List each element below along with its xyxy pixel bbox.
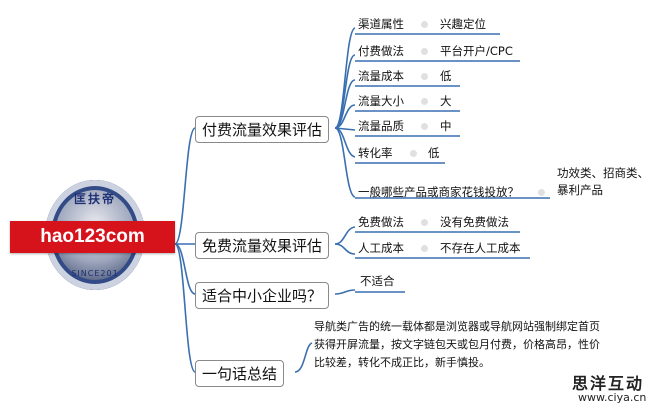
leaf-key: 付费做法 xyxy=(358,44,404,58)
leaf-value: 功效类、招商类、暴利产品 xyxy=(557,166,649,197)
leaf-key: 流量成本 xyxy=(358,69,404,83)
watermark-brand: 思洋互动 xyxy=(572,374,645,393)
leaf-key: 流量品质 xyxy=(358,119,404,133)
leaf-dot xyxy=(421,48,428,55)
leaf-dot xyxy=(421,123,428,130)
center-title: hao123com xyxy=(10,221,175,253)
leaf-value: 兴趣定位 xyxy=(440,17,486,31)
leaf-dot xyxy=(421,21,428,28)
branch-paid-traffic: 付费流量效果评估 xyxy=(195,116,330,143)
leaf-dot xyxy=(421,219,428,226)
leaf-key: 免费做法 xyxy=(358,215,404,229)
leaf-key: 流量大小 xyxy=(358,94,404,108)
leaf-key: 不适合 xyxy=(360,274,395,288)
leaf-key: 人工成本 xyxy=(358,241,404,255)
leaf-key: 一般哪些产品或商家花钱投放？ xyxy=(358,185,519,199)
leaf-dot xyxy=(421,73,428,80)
leaf-value: 不存在人工成本 xyxy=(440,241,521,255)
leaf-value: 大 xyxy=(440,94,452,108)
leaf-dot xyxy=(538,189,545,196)
branch-free-traffic: 免费流量效果评估 xyxy=(195,232,330,259)
summary-line: 获得开屏流量，按文字链包天或包月付费，价格高昂，性价 xyxy=(314,338,600,351)
watermark-url: www.ciya.cn xyxy=(578,391,647,404)
badge-bottom-text: SINCE201 xyxy=(71,269,119,278)
leaf-value: 中 xyxy=(440,119,452,133)
leaf-dot xyxy=(410,150,417,157)
leaf-value: 低 xyxy=(428,146,440,160)
leaf-key: 转化率 xyxy=(358,146,393,160)
leaf-dot xyxy=(421,98,428,105)
branch-summary: 一句话总结 xyxy=(195,360,285,387)
summary-line: 导航类广告的统一载体都是浏览器或导航网站强制绑定首页 xyxy=(314,320,600,333)
leaf-value: 平台开户/CPC xyxy=(440,44,513,58)
leaf-value: 低 xyxy=(440,69,452,83)
leaf-key: 渠道属性 xyxy=(358,17,404,31)
badge-top-text: 匡扶帝 xyxy=(73,192,116,206)
summary-text: 导航类广告的统一载体都是浏览器或导航网站强制绑定首页 获得开屏流量，按文字链包天… xyxy=(314,318,600,372)
center-logo: 匡扶帝 SINCE201 hao123com xyxy=(10,180,175,310)
leaf-value: 没有免费做法 xyxy=(440,215,509,229)
summary-line: 比较差，转化不成正比，新手慎投。 xyxy=(314,356,490,369)
branch-sme-fit: 适合中小企业吗？ xyxy=(195,282,330,309)
leaf-dot xyxy=(421,245,428,252)
